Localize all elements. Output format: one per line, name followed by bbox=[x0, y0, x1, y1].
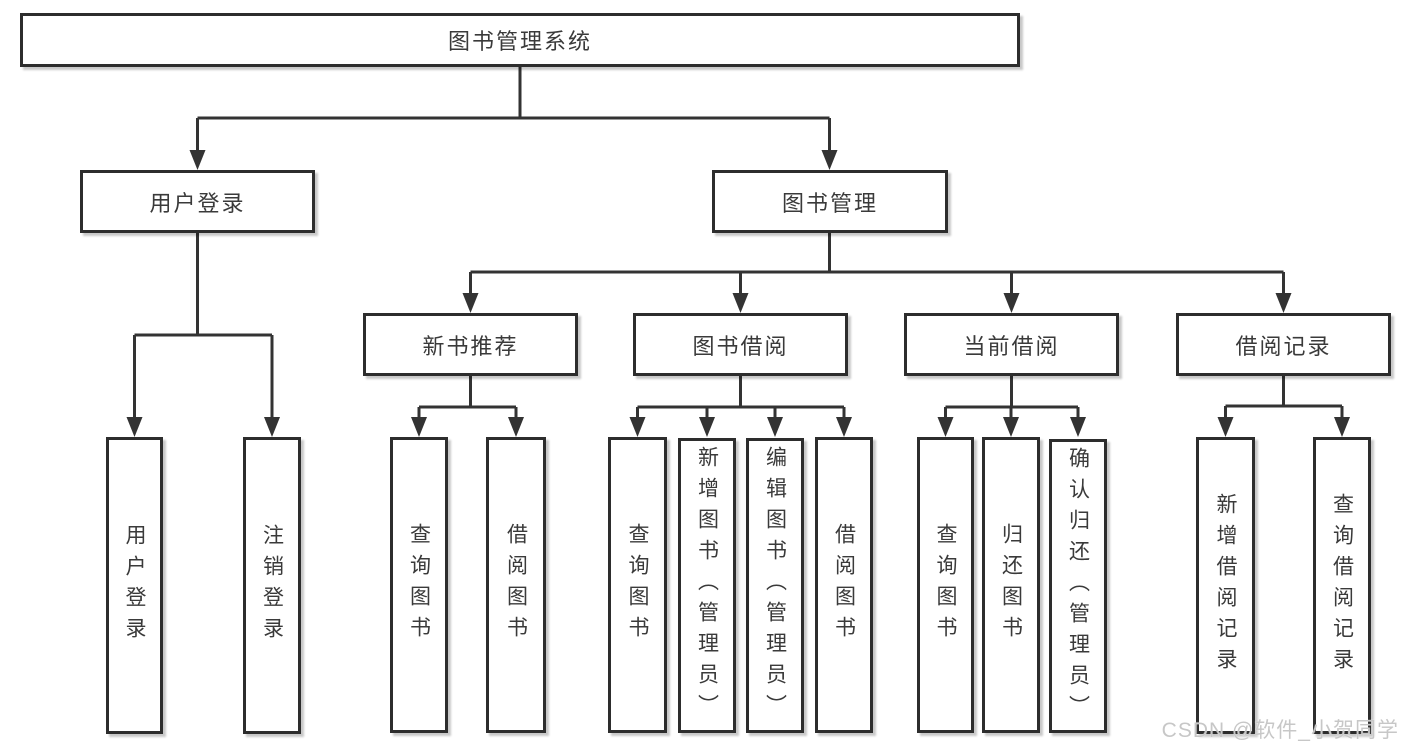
arrowhead-icon bbox=[411, 417, 427, 437]
node-br-query-record: 查询借阅记录 bbox=[1313, 437, 1371, 734]
node-cb-query-book: 查询图书 bbox=[917, 437, 974, 733]
node-label: 新增借阅记录 bbox=[1214, 492, 1237, 679]
node-label: 借阅图书 bbox=[504, 523, 528, 647]
arrowhead-icon bbox=[126, 417, 143, 437]
connector bbox=[411, 376, 524, 437]
connector bbox=[629, 376, 852, 437]
node-label: 图书管理 bbox=[781, 190, 878, 216]
node-label: 查询图书 bbox=[626, 523, 649, 647]
node-label: 查询图书 bbox=[934, 523, 957, 647]
node-label: 注销登录 bbox=[260, 523, 284, 648]
node-cb-confirm-return: 确认归还（管理员） bbox=[1049, 439, 1107, 733]
node-label: 归还图书 bbox=[999, 523, 1023, 647]
node-user-login: 用户登录 bbox=[80, 170, 315, 233]
arrowhead-icon bbox=[1070, 417, 1086, 437]
node-label: 查询借阅记录 bbox=[1330, 492, 1354, 679]
node-current-borrow: 当前借阅 bbox=[904, 313, 1119, 376]
node-rec-query-book: 查询图书 bbox=[390, 437, 448, 733]
node-label: 编辑图书（管理员） bbox=[763, 446, 787, 725]
node-label: 图书管理系统 bbox=[447, 29, 592, 54]
arrowhead-icon bbox=[1217, 417, 1234, 437]
node-label: 查询图书 bbox=[407, 523, 431, 647]
node-book-mgmt: 图书管理 bbox=[712, 170, 948, 233]
node-label: 新增图书（管理员） bbox=[695, 446, 719, 725]
node-root: 图书管理系统 bbox=[20, 13, 1020, 67]
arrowhead-icon bbox=[189, 150, 206, 170]
node-cb-return-book: 归还图书 bbox=[982, 437, 1040, 733]
node-bb-borrow-book: 借阅图书 bbox=[815, 437, 873, 733]
node-label: 借阅记录 bbox=[1235, 333, 1332, 359]
connector bbox=[1217, 376, 1350, 437]
arrowhead-icon bbox=[1003, 293, 1020, 313]
arrowhead-icon bbox=[462, 293, 479, 313]
arrowhead-icon bbox=[836, 417, 852, 437]
node-book-borrow: 图书借阅 bbox=[633, 313, 848, 376]
node-leaf-logout: 注销登录 bbox=[243, 437, 301, 734]
connector bbox=[937, 376, 1086, 437]
arrowhead-icon bbox=[1334, 417, 1350, 437]
node-borrow-record: 借阅记录 bbox=[1176, 313, 1391, 376]
node-label: 新书推荐 bbox=[422, 333, 519, 359]
node-br-add-record: 新增借阅记录 bbox=[1196, 437, 1255, 734]
node-label: 图书借阅 bbox=[692, 333, 789, 359]
arrowhead-icon bbox=[821, 150, 838, 170]
connector bbox=[462, 233, 1292, 313]
node-leaf-user-login: 用户登录 bbox=[106, 437, 163, 734]
node-label: 用户登录 bbox=[123, 523, 146, 648]
node-rec-borrow-book: 借阅图书 bbox=[486, 437, 546, 733]
node-new-book-rec: 新书推荐 bbox=[363, 313, 578, 376]
node-label: 用户登录 bbox=[149, 190, 246, 216]
arrowhead-icon bbox=[1275, 293, 1292, 313]
node-bb-edit-book: 编辑图书（管理员） bbox=[746, 438, 804, 733]
connector bbox=[126, 233, 280, 437]
arrowhead-icon bbox=[508, 417, 524, 437]
arrowhead-icon bbox=[699, 417, 715, 437]
arrowhead-icon bbox=[937, 417, 954, 437]
node-label: 借阅图书 bbox=[832, 523, 856, 647]
arrowhead-icon bbox=[767, 417, 783, 437]
node-label: 确认归还（管理员） bbox=[1066, 446, 1090, 726]
node-bb-query-book: 查询图书 bbox=[608, 437, 667, 733]
arrowhead-icon bbox=[1003, 417, 1019, 437]
node-bb-add-book: 新增图书（管理员） bbox=[678, 438, 736, 733]
node-label: 当前借阅 bbox=[963, 333, 1060, 359]
connector bbox=[189, 67, 838, 170]
arrowhead-icon bbox=[629, 417, 646, 437]
arrowhead-icon bbox=[264, 417, 280, 437]
arrowhead-icon bbox=[732, 293, 749, 313]
